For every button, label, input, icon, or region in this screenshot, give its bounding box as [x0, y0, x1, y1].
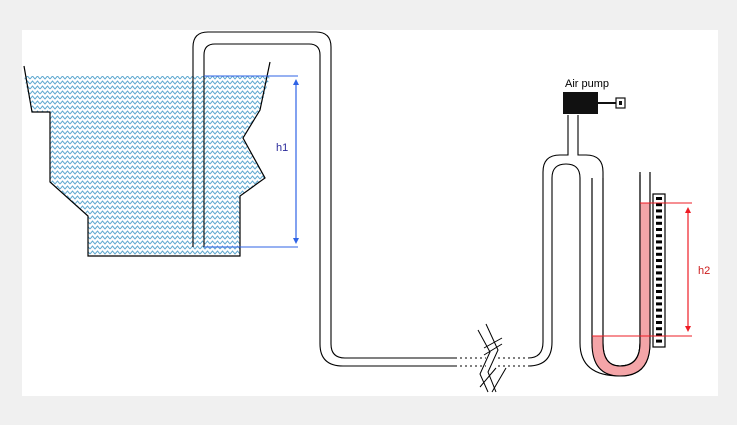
tank-wall — [23, 61, 271, 257]
scale-tick — [656, 290, 662, 293]
manometer-fluid-bottom — [592, 203, 650, 376]
scale-tick — [656, 240, 662, 244]
scale-tick — [656, 221, 662, 225]
pipe-inner-left — [203, 43, 457, 367]
scale-tick — [656, 302, 662, 306]
scale-tick — [656, 314, 662, 318]
scale-tick — [656, 259, 662, 262]
air-pump-icon — [563, 92, 626, 114]
h1-label: h1 — [276, 142, 288, 154]
scale-tick — [656, 271, 662, 275]
scale-tick — [656, 265, 662, 269]
ruler-scale-icon — [652, 193, 666, 348]
scale-tick — [656, 283, 662, 287]
scale-tick — [656, 296, 662, 300]
scale-tick — [656, 209, 662, 213]
scale-tick — [656, 234, 662, 238]
scale-tick — [656, 321, 662, 324]
h1-marker — [204, 75, 299, 248]
scale-tick — [656, 197, 662, 200]
air-pump-label: Air pump — [565, 78, 609, 90]
pipe-break-icon — [460, 323, 526, 393]
tank-water — [24, 76, 270, 256]
scale-tick — [656, 215, 662, 219]
scale-tick — [656, 252, 662, 256]
h2-marker — [592, 202, 692, 337]
water-tank — [23, 61, 271, 257]
h2-label: h2 — [698, 265, 710, 277]
scale-tick — [656, 246, 662, 250]
scale-tick — [656, 277, 662, 281]
scale-tick — [656, 203, 662, 207]
manometer-tube-walls — [591, 172, 651, 377]
scale-tick — [656, 327, 662, 331]
scale-tick — [656, 333, 662, 337]
scale-tick — [656, 308, 662, 312]
scale-tick — [656, 339, 662, 343]
scale-tick — [656, 228, 662, 231]
